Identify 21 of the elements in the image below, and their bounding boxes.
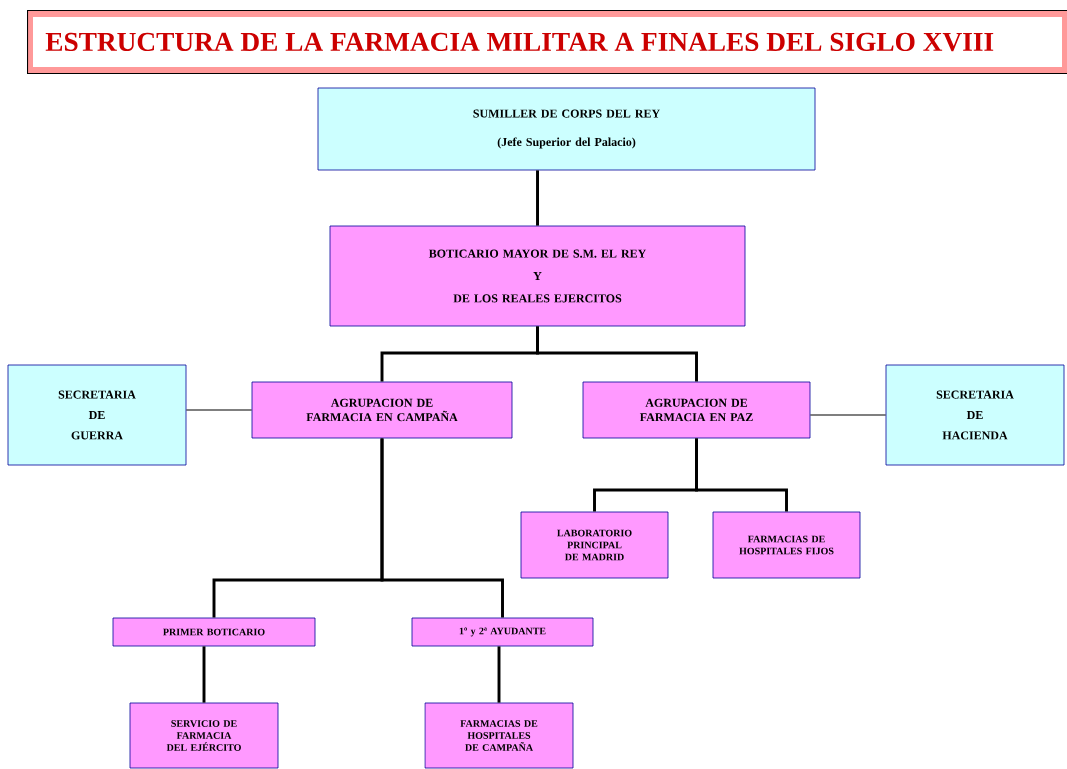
office-box: FARMACIAS DE HOSPITALES DE CAMPAÑA <box>424 702 574 769</box>
connector-line <box>809 414 887 416</box>
office-box: FARMACIAS DE HOSPITALES FIJOS <box>712 511 861 579</box>
office-box: 1º y 2ª AYUDANTE <box>411 617 594 647</box>
office-box: SUMILLER DE CORPS DEL REY (Jefe Superior del Palacio) <box>317 87 816 171</box>
connector-line <box>497 646 501 703</box>
connector-line <box>380 438 504 618</box>
office-box: SECRETARIA DE HACIENDA <box>885 364 1065 466</box>
connector-line <box>536 170 539 226</box>
office-box: AGRUPACION DE FARMACIA EN CAMPAÑA <box>251 381 513 439</box>
office-box: SERVICIO DE FARMACIA DEL EJÉRCITO <box>129 702 279 769</box>
office-box: BOTICARIO MAYOR DE S.M. EL REY Y DE LOS REALES EJERCITOS <box>329 225 746 327</box>
office-box: PRIMER BOTICARIO <box>112 617 316 647</box>
connector-line <box>185 409 253 411</box>
title-banner: ESTRUCTURA DE LA FARMACIA MILITAR A FINALES DEL SIGLO XVIII <box>27 10 1067 75</box>
office-box: LABORATORIO PRINCIPAL DE MADRID <box>520 511 669 579</box>
connector-line <box>202 646 206 703</box>
office-box: AGRUPACION DE FARMACIA EN PAZ <box>582 381 811 439</box>
office-box: SECRETARIA DE GUERRA <box>7 364 187 466</box>
connector-line <box>695 438 788 512</box>
connector-line <box>536 326 698 382</box>
